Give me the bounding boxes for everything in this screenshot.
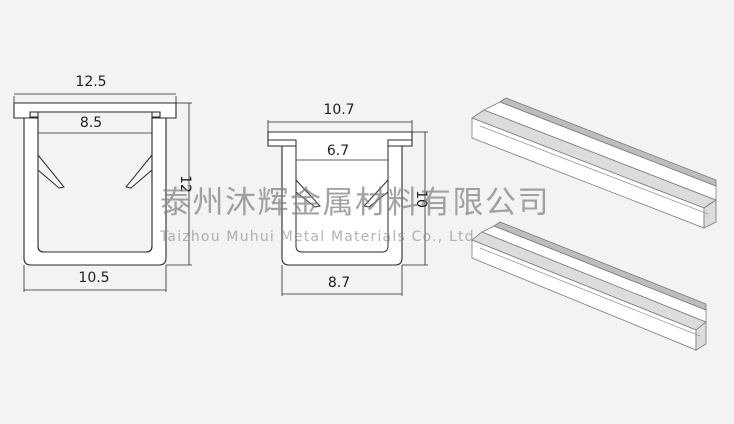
- profile-a-flange-right: [151, 112, 166, 119]
- profile-b-fin-left: [295, 179, 321, 208]
- rail-3d-upper: [471, 97, 717, 229]
- profile-a-fin-left: [37, 154, 65, 189]
- profile-a-flange-left: [24, 112, 39, 119]
- profile-b-dim-inner: 6.7: [327, 143, 349, 159]
- rail-lower-end: [695, 321, 707, 351]
- profile-b-flange-left: [268, 139, 297, 147]
- profile-b: 10.7 6.7 8.7 10: [267, 102, 429, 296]
- rail-upper-end: [703, 199, 717, 229]
- profile-a-dim-inner: 8.5: [80, 115, 102, 131]
- rail-upper-back-lip: [499, 97, 717, 187]
- rail-lower-top-flange: [471, 231, 707, 331]
- profile-b-dim-top: 10.7: [323, 102, 354, 118]
- profile-b-outline: [267, 131, 413, 266]
- profile-a-dim-bottom: 10.5: [78, 270, 109, 286]
- profile-b-flange-right: [387, 139, 412, 147]
- rail-upper-groove: [479, 125, 709, 215]
- profile-a: 12.5 8.5 10.5 12: [13, 74, 193, 292]
- profile-a-inner-wall: [37, 125, 153, 253]
- profile-a-dim-top: 12.5: [75, 74, 106, 90]
- rail-lower-back-lip: [493, 221, 707, 311]
- watermark-company-cn: 泰州沐辉金属材料有限公司: [160, 185, 550, 221]
- rail-3d-lower: [471, 221, 707, 351]
- profile-a-fin-right: [125, 154, 153, 189]
- profile-b-dim-height: 10: [413, 190, 429, 208]
- profile-a-dim-height: 12: [177, 175, 193, 193]
- profile-b-dim-bottom: 8.7: [328, 275, 350, 291]
- rail-lower-groove: [479, 247, 701, 337]
- watermark-company-en: Taizhou Muhui Metal Materials Co., Ltd: [159, 229, 475, 245]
- profile-b-inner-wall: [295, 146, 389, 253]
- profile-b-fin-right: [363, 179, 389, 208]
